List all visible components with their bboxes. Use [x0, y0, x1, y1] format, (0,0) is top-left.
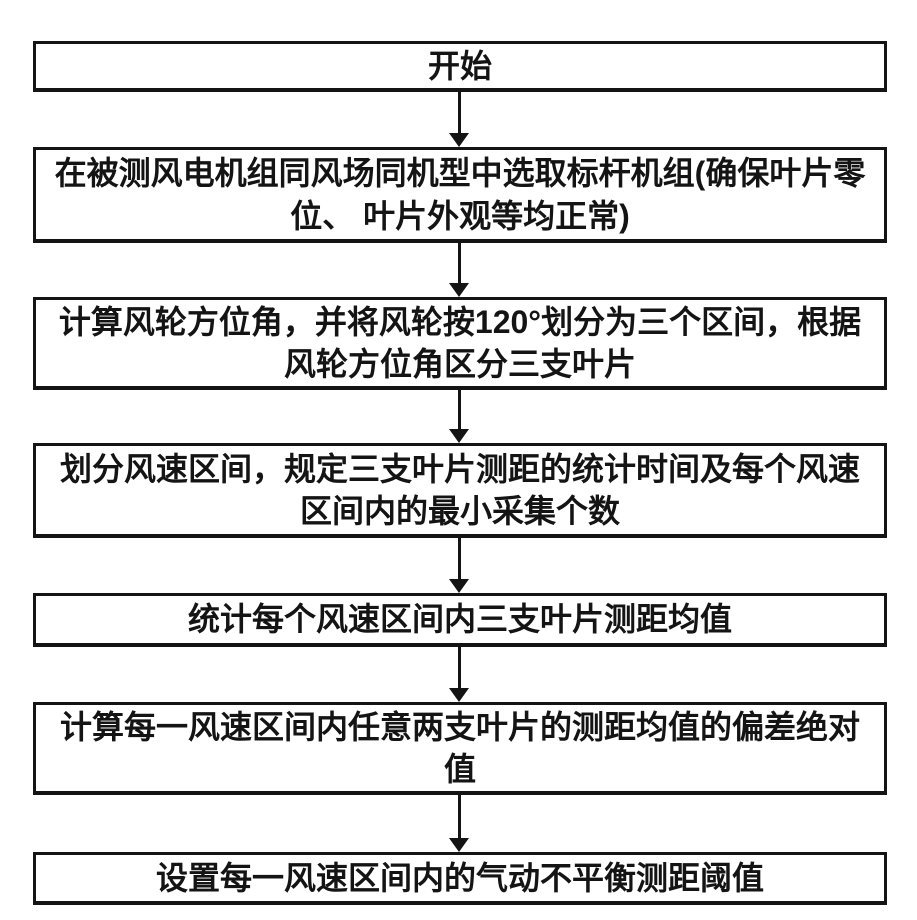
flow-step-average-distance: 统计每个风速区间内三支叶片测距均值	[33, 593, 887, 647]
arrow-shaft	[457, 243, 461, 285]
arrow-head	[449, 133, 469, 147]
down-arrow-icon	[449, 390, 469, 443]
arrow-head	[449, 283, 469, 297]
down-arrow-icon	[449, 538, 469, 593]
arrow-head	[449, 838, 469, 852]
flow-step-wind-speed-bins: 划分风速区间，规定三支叶片测距的统计时间及每个风速区间内的最小采集个数	[33, 443, 887, 538]
arrow-head	[449, 429, 469, 443]
arrow-shaft	[457, 390, 461, 431]
flow-step-start: 开始	[33, 41, 887, 92]
flow-step-set-imbalance-threshold: 设置每一风速区间内的气动不平衡测距阈值	[33, 852, 887, 905]
down-arrow-icon	[449, 243, 469, 297]
down-arrow-icon	[449, 92, 469, 147]
arrow-head	[449, 688, 469, 702]
down-arrow-icon	[449, 647, 469, 702]
flow-step-select-benchmark-turbine: 在被测风电机组同风场同机型中选取标杆机组(确保叶片零位、 叶片外观等均正常)	[33, 147, 887, 243]
down-arrow-icon	[449, 795, 469, 852]
arrow-shaft	[457, 795, 461, 840]
arrow-shaft	[457, 647, 461, 690]
flow-step-rotor-azimuth-partition: 计算风轮方位角，并将风轮按120°划分为三个区间，根据风轮方位角区分三支叶片	[33, 297, 887, 390]
arrow-head	[449, 579, 469, 593]
flow-step-deviation-absolute-value: 计算每一风速区间内任意两支叶片的测距均值的偏差绝对值	[33, 702, 887, 795]
arrow-shaft	[457, 538, 461, 581]
arrow-shaft	[457, 92, 461, 135]
